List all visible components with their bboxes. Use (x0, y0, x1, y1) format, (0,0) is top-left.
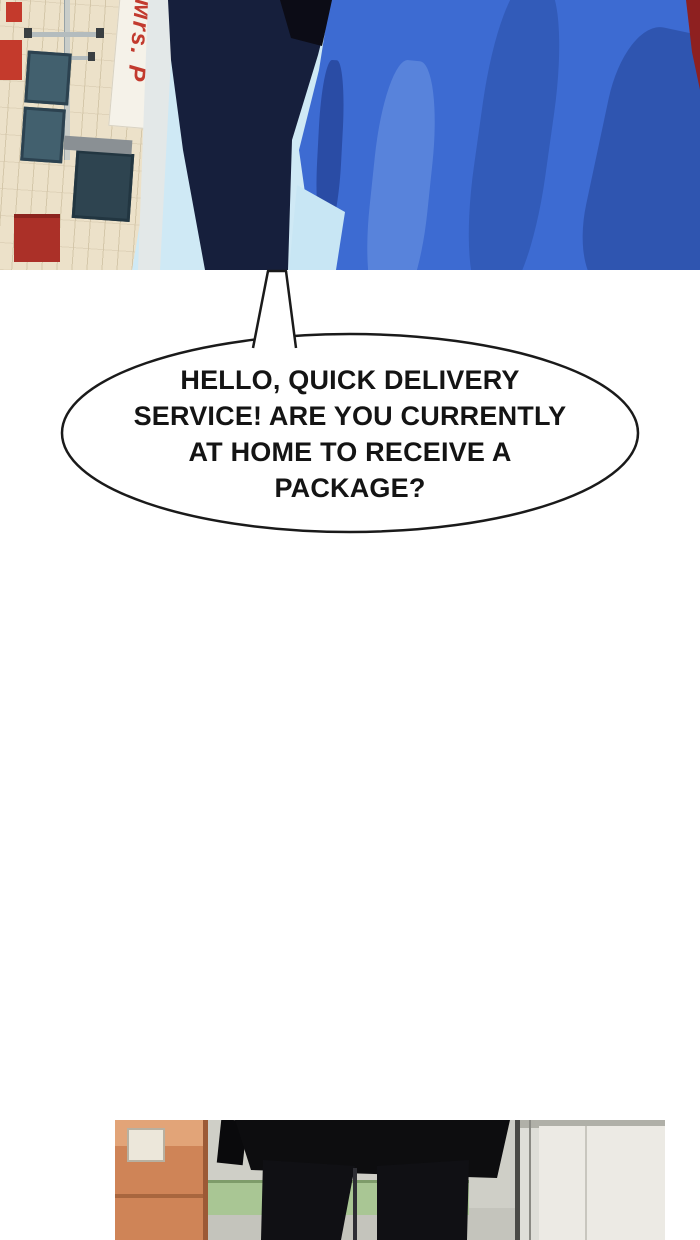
figure-right-leg (377, 1160, 469, 1240)
speech-bubble-tail (251, 269, 298, 349)
bubble-text-line: PACKAGE? (274, 473, 426, 503)
door-panel-line (585, 1126, 587, 1240)
orange-wall-line (115, 1194, 203, 1198)
speech-bubble-body (60, 332, 640, 534)
small-wall-sign (127, 1128, 165, 1162)
pole-crossarm (28, 32, 102, 37)
pole-fixture (96, 28, 104, 38)
red-signage (6, 2, 22, 22)
speech-bubble-text: HELLO, QUICK DELIVERY SERVICE! ARE YOU C… (110, 362, 590, 506)
door-frame-line (529, 1120, 531, 1240)
bubble-text-line: AT HOME TO RECEIVE A (188, 437, 512, 467)
pole-fixture (24, 28, 32, 38)
bubble-text-line: SERVICE! ARE YOU CURRENTLY (133, 401, 567, 431)
red-signage (0, 40, 22, 80)
storefront-window (71, 150, 135, 222)
building-window (20, 106, 66, 164)
pants-highlight (353, 1168, 357, 1240)
door-panel (539, 1126, 665, 1240)
top-panel: Mrs. P (0, 0, 700, 270)
speech-bubble (60, 269, 640, 534)
bottom-panel (115, 1120, 665, 1240)
door-wall-band (515, 1120, 665, 1128)
figure-left-leg (261, 1160, 355, 1240)
red-storefront-sign (14, 214, 60, 262)
door-frame-line (515, 1120, 520, 1240)
building-window (24, 50, 72, 106)
pole-fixture (88, 52, 95, 61)
bubble-text-line: HELLO, QUICK DELIVERY (180, 365, 520, 395)
